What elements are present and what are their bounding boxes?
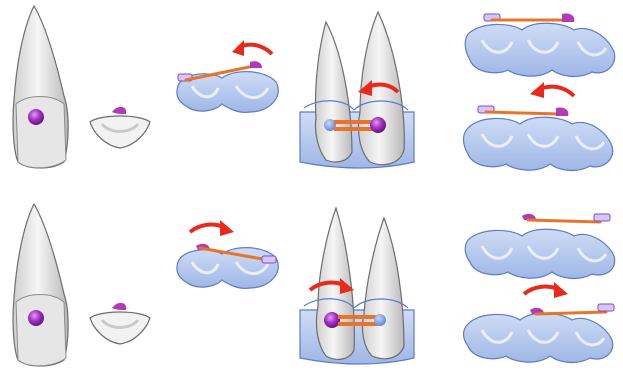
attachment-purple-ball: [28, 310, 44, 326]
attachment-magenta-tip: [112, 303, 126, 310]
arch-segment-top-lower: [464, 82, 613, 170]
blue-button: [374, 314, 386, 326]
attachment-purple-ball: [370, 117, 386, 133]
attachment-purple-ball: [324, 312, 340, 328]
arch-segment-bottom-upper: [465, 214, 614, 279]
attachment-magenta-tip: [112, 107, 126, 114]
incisor-occlusal-view-bottom: [90, 303, 150, 344]
arch-segment-top-upper: [465, 13, 614, 76]
two-tooth-segment-occlusal-bottom: [177, 220, 278, 288]
two-tooth-segment-occlusal-top: [177, 40, 278, 112]
two-teeth-front-view-top: [300, 12, 414, 168]
incisor-front-view-bottom: [13, 204, 68, 366]
arch-segment-bottom-lower: [464, 282, 615, 362]
incisor-front-view-top: [13, 6, 68, 168]
two-teeth-front-view-bottom: [300, 208, 414, 364]
attachment-purple-ball: [28, 109, 44, 125]
incisor-occlusal-view-top: [90, 107, 150, 148]
